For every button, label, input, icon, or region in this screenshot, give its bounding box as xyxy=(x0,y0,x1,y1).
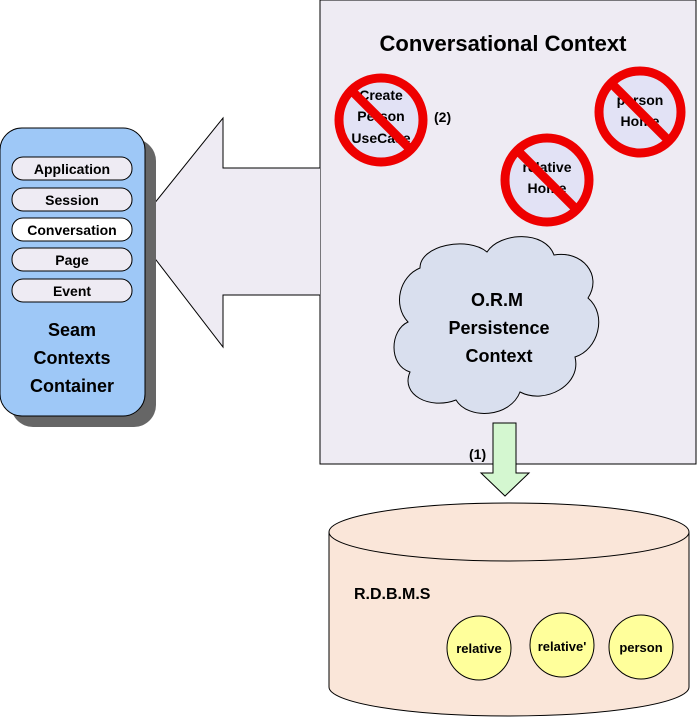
prohibited-icon xyxy=(334,73,428,167)
context-label-application: Application xyxy=(34,161,110,177)
entity-list: relative relative' person xyxy=(446,612,674,681)
context-pill-conversation xyxy=(11,217,133,242)
context-list: Application Session Conversation Page Ev… xyxy=(11,156,133,303)
prohibited-icon xyxy=(594,66,686,158)
seam-container-title-line3: Container xyxy=(30,376,114,396)
orm-line1: O.R.M xyxy=(471,290,523,310)
create-person-usecase-component: Create Person UseCase xyxy=(334,73,428,167)
flush-label: (1) xyxy=(469,446,486,462)
entity-relative-prime-label: relative' xyxy=(538,639,587,654)
callout-2-label: (2) xyxy=(434,109,451,125)
context-pill-session xyxy=(11,187,133,212)
context-label-event: Event xyxy=(53,283,91,299)
entity-relative-prime xyxy=(529,612,595,678)
person-home-component: person Home xyxy=(594,66,686,158)
rdbms-title: R.D.B.M.S xyxy=(354,586,431,603)
orm-line3: Context xyxy=(466,346,533,366)
entity-person-label: person xyxy=(619,640,662,655)
context-pill-page xyxy=(11,247,133,272)
context-label-session: Session xyxy=(45,192,99,208)
entity-relative-label: relative xyxy=(456,641,502,656)
rdbms-cylinder xyxy=(328,532,690,717)
context-label-page: Page xyxy=(55,252,89,268)
create-person-usecase-line1: Create xyxy=(359,87,403,103)
entity-person xyxy=(608,614,674,680)
context-pill-event xyxy=(11,278,133,303)
prohibited-icon xyxy=(500,133,594,227)
relative-home-component: relative Home xyxy=(500,133,594,227)
orm-line2: Persistence xyxy=(448,318,549,338)
seam-container-title-line1: Seam xyxy=(48,320,96,340)
context-pill-application xyxy=(11,156,133,181)
context-arrow xyxy=(132,116,320,349)
context-label-conversation: Conversation xyxy=(27,222,116,238)
conversational-context-title: Conversational Context xyxy=(380,31,628,56)
entity-relative xyxy=(446,615,512,681)
flush-arrow xyxy=(479,422,531,497)
orm-persistence-cloud xyxy=(393,236,600,414)
rdbms-cylinder-top xyxy=(328,502,690,562)
seam-container-title-line2: Contexts xyxy=(33,348,110,368)
